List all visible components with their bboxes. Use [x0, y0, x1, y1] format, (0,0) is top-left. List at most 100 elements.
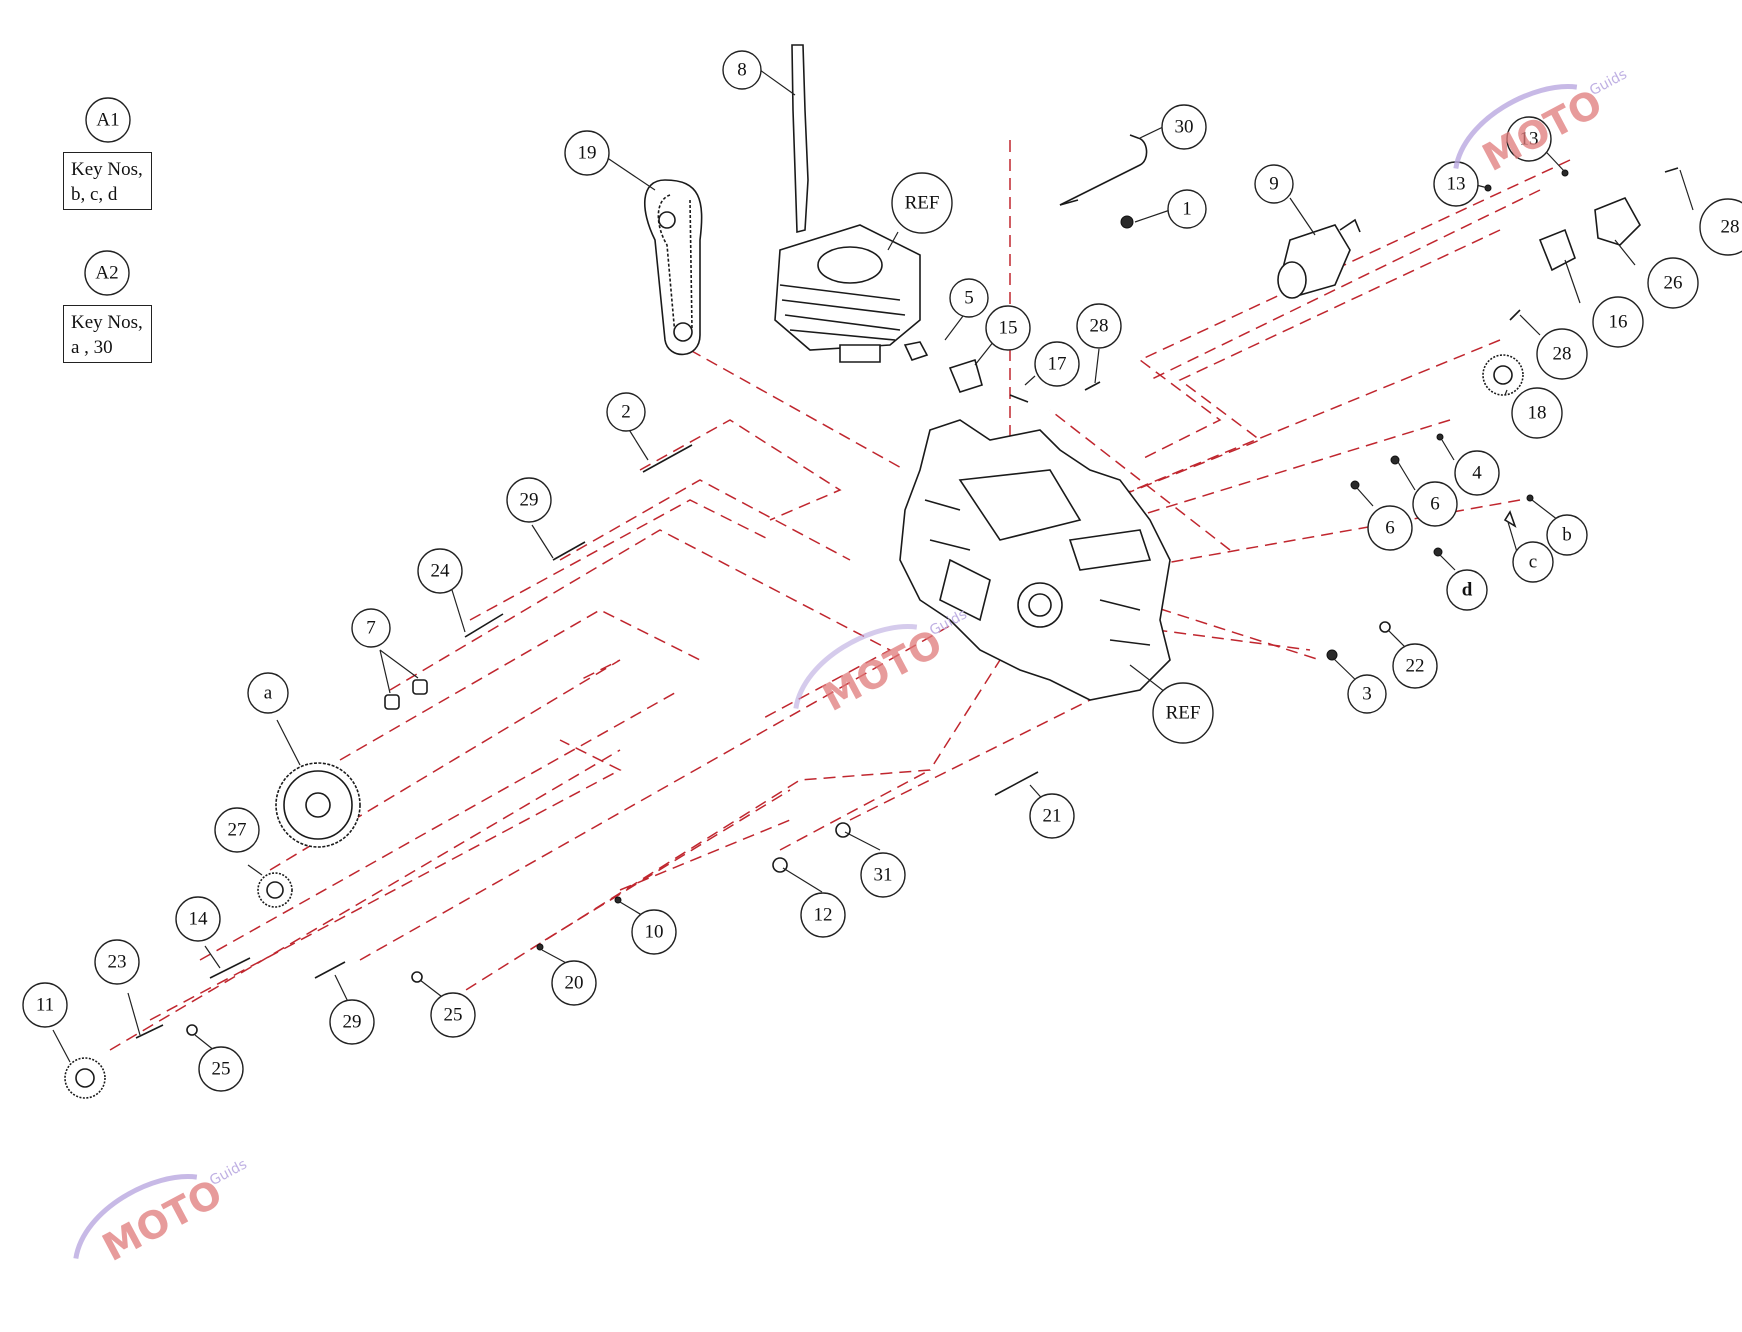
callout-13-a: 13 [1433, 161, 1479, 207]
callout-18: 18 [1511, 387, 1563, 439]
svg-text:2: 2 [621, 402, 631, 423]
callout-23: 23 [94, 939, 140, 985]
kick-lever [1059, 134, 1148, 206]
svg-text:A2: A2 [95, 263, 118, 284]
callout-8: 8 [722, 50, 762, 90]
watermark-sub: Guids [207, 1156, 250, 1189]
svg-text:25: 25 [212, 1059, 231, 1080]
callout-13-b: 13 [1506, 116, 1552, 162]
svg-text:d: d [1462, 580, 1473, 601]
leader-lines [52, 69, 1694, 1063]
svg-text:15: 15 [999, 318, 1018, 339]
svg-text:24: 24 [431, 561, 451, 582]
callout-28-c: 28 [1076, 303, 1122, 349]
svg-text:18: 18 [1528, 403, 1547, 424]
callout-ref-bottom: REF [1152, 682, 1214, 744]
svg-text:13: 13 [1447, 174, 1466, 195]
svg-text:6: 6 [1385, 518, 1395, 539]
watermark-logo-bottom-left: MOTO Guids [73, 1156, 250, 1270]
svg-text:14: 14 [189, 909, 209, 930]
callout-a: a [247, 672, 289, 714]
callout-2: 2 [606, 392, 646, 432]
legend-box-a2: Key Nos, a , 30 [63, 305, 152, 363]
callout-6-b: 6 [1367, 505, 1413, 551]
svg-text:11: 11 [36, 995, 54, 1016]
svg-text:10: 10 [645, 922, 664, 943]
legend-a1-line-2: b, c, d [71, 184, 118, 205]
legend-tag-a1: A1 [85, 97, 131, 143]
svg-text:3: 3 [1362, 684, 1372, 705]
engine-crankcase [899, 419, 1171, 701]
callout-30: 30 [1161, 104, 1207, 150]
callout-d: d [1446, 569, 1488, 611]
svg-text:8: 8 [737, 60, 747, 81]
callout-27: 27 [214, 807, 260, 853]
svg-text:20: 20 [565, 973, 584, 994]
watermark-text: MOTO [1475, 81, 1609, 180]
watermark-sub: Guids [1587, 66, 1630, 99]
chain-guide [791, 44, 809, 234]
svg-text:4: 4 [1472, 463, 1482, 484]
callout-20: 20 [551, 960, 597, 1006]
callout-7: 7 [351, 608, 391, 648]
callout-9: 9 [1254, 164, 1294, 204]
svg-text:b: b [1562, 525, 1572, 546]
svg-text:13: 13 [1520, 129, 1539, 150]
svg-text:29: 29 [343, 1012, 362, 1033]
callout-14: 14 [175, 896, 221, 942]
legend-tags: A1 A2 [84, 97, 131, 296]
callout-5: 5 [949, 278, 989, 318]
svg-text:27: 27 [228, 820, 247, 841]
watermark-text: MOTO [815, 621, 949, 720]
callout-1: 1 [1167, 189, 1207, 229]
svg-text:28: 28 [1090, 316, 1109, 337]
callout-12: 12 [800, 892, 846, 938]
callout-25-b: 25 [430, 992, 476, 1038]
callout-24: 24 [417, 548, 463, 594]
svg-text:29: 29 [520, 490, 539, 511]
callout-21: 21 [1029, 793, 1075, 839]
callout-ref-top: REF [891, 172, 953, 234]
svg-text:31: 31 [874, 865, 893, 886]
cylinder-block [774, 224, 921, 363]
small-parts [135, 167, 1679, 1039]
callout-b: b [1546, 514, 1588, 556]
callout-31: 31 [860, 852, 906, 898]
svg-text:6: 6 [1430, 494, 1440, 515]
cam-chain [644, 179, 703, 356]
callout-28-b: 28 [1536, 328, 1588, 380]
svg-text:22: 22 [1406, 656, 1425, 677]
svg-text:25: 25 [444, 1005, 463, 1026]
callout-17: 17 [1034, 341, 1080, 387]
callout-16: 16 [1592, 296, 1644, 348]
callout-11: 11 [22, 982, 68, 1028]
callout-19: 19 [564, 130, 610, 176]
callout-22: 22 [1392, 643, 1438, 689]
svg-text:1: 1 [1182, 199, 1192, 220]
svg-text:5: 5 [964, 288, 974, 309]
svg-text:16: 16 [1609, 312, 1628, 333]
legend-box-a1: Key Nos, b, c, d [63, 152, 152, 210]
gears [64, 354, 1524, 1099]
svg-text:REF: REF [905, 193, 940, 214]
legend-tag-a2: A2 [84, 250, 130, 296]
svg-text:12: 12 [814, 905, 833, 926]
callout-28-a: 28 [1699, 198, 1742, 256]
callouts: 8 19 REF 30 1 9 13 13 28 26 16 28 18 5 1… [22, 50, 1742, 1092]
svg-text:a: a [264, 683, 273, 704]
callout-4: 4 [1454, 450, 1500, 496]
svg-text:A1: A1 [96, 110, 119, 131]
svg-text:19: 19 [578, 143, 597, 164]
legend-a1-line-1: Key Nos, [71, 159, 143, 180]
starter-motor [1277, 218, 1361, 299]
svg-text:7: 7 [366, 618, 376, 639]
svg-text:17: 17 [1048, 354, 1067, 375]
callout-3: 3 [1347, 674, 1387, 714]
callout-26: 26 [1647, 257, 1699, 309]
callout-29-a: 29 [506, 477, 552, 523]
callout-15: 15 [985, 305, 1031, 351]
svg-text:28: 28 [1553, 344, 1572, 365]
svg-text:9: 9 [1269, 174, 1279, 195]
svg-text:28: 28 [1721, 217, 1740, 238]
